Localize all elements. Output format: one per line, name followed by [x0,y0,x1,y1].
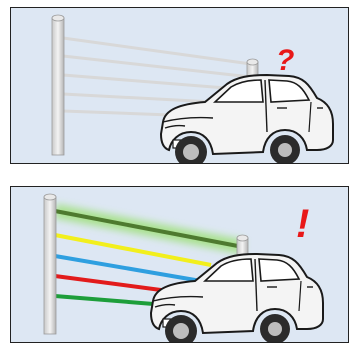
sensor-pole-left [52,15,64,155]
scene-uncertain-panel: ? [10,7,349,164]
question-mark: ? [276,44,294,77]
scene-detected-panel: ! [10,186,349,343]
scene-detected-drawing: ! [11,187,349,343]
scene-uncertain-drawing: ? [11,8,349,164]
car-icon [151,254,323,343]
sensor-pole-left [44,194,56,334]
car-icon [161,75,333,164]
exclamation-mark: ! [296,202,309,246]
